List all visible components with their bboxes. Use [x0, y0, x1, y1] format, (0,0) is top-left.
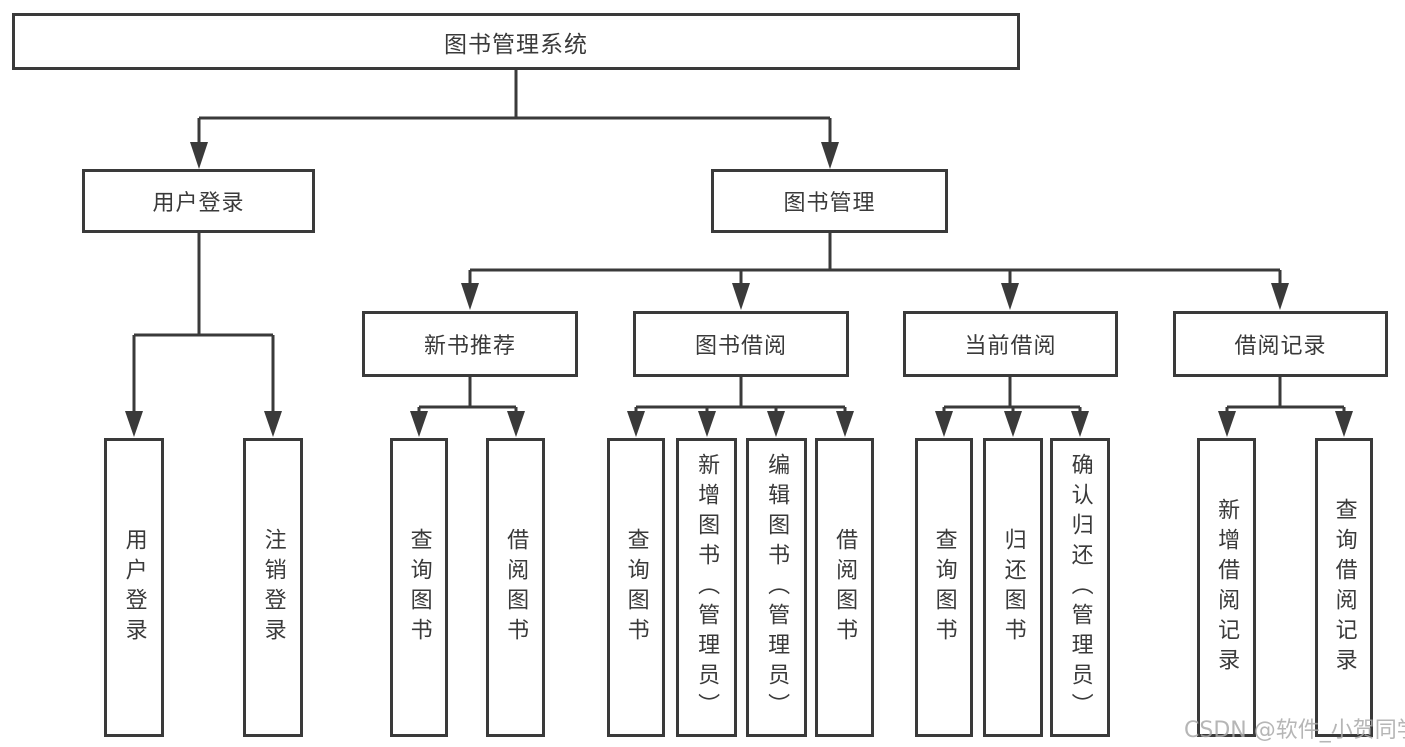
- leaf-label: 新增图书（管理员）: [694, 452, 720, 723]
- node-library-management-system: 图书管理系统: [12, 13, 1020, 70]
- leaf-query-books-borrow: 查询图书: [607, 438, 665, 737]
- leaf-borrow-books-recommend: 借阅图书: [486, 438, 545, 737]
- leaf-add-borrow-record: 新增借阅记录: [1197, 438, 1256, 737]
- leaf-add-book-admin: 新增图书（管理员）: [676, 438, 737, 737]
- leaf-borrow-books: 借阅图书: [815, 438, 874, 737]
- node-new-book-recommend: 新书推荐: [362, 311, 578, 377]
- node-label: 新书推荐: [423, 334, 516, 359]
- node-label: 当前借阅: [964, 334, 1057, 359]
- leaf-query-borrow-record: 查询借阅记录: [1315, 438, 1373, 737]
- leaf-label: 注销登录: [260, 527, 286, 648]
- leaf-query-books-recommend: 查询图书: [390, 438, 448, 737]
- leaf-label: 归还图书: [1000, 527, 1026, 648]
- leaf-confirm-return-admin: 确认归还（管理员）: [1050, 438, 1110, 737]
- leaf-label: 查询借阅记录: [1331, 497, 1357, 678]
- connector-current-borrow-to-leaves: [935, 377, 1089, 437]
- node-label: 图书管理系统: [444, 31, 588, 58]
- node-label: 图书借阅: [694, 334, 787, 359]
- leaf-label: 新增借阅记录: [1214, 497, 1240, 678]
- leaf-query-books-current: 查询图书: [915, 438, 973, 737]
- node-label: 借阅记录: [1234, 334, 1327, 359]
- connector-new-books-to-leaves: [410, 377, 525, 437]
- connector-book-mgmt-to-level3: [461, 233, 1289, 310]
- node-current-borrow: 当前借阅: [903, 311, 1118, 377]
- leaf-label: 查询图书: [406, 527, 432, 648]
- node-book-borrow: 图书借阅: [633, 311, 849, 377]
- node-user-login: 用户登录: [82, 169, 315, 233]
- connector-book-borrow-to-leaves: [627, 377, 854, 437]
- leaf-label: 借阅图书: [832, 527, 858, 648]
- leaf-label: 查询图书: [623, 527, 649, 648]
- connector-borrow-records-to-leaves: [1218, 377, 1353, 437]
- connector-user-login-to-leaves: [125, 233, 282, 437]
- leaf-return-book: 归还图书: [983, 438, 1043, 737]
- leaf-logout: 注销登录: [243, 438, 303, 737]
- node-borrow-records: 借阅记录: [1173, 311, 1388, 377]
- node-book-management: 图书管理: [711, 169, 948, 233]
- leaf-label: 编辑图书（管理员）: [764, 452, 790, 723]
- leaf-edit-book-admin: 编辑图书（管理员）: [746, 438, 807, 737]
- csdn-watermark: CSDN @软件_小贺同学: [1184, 718, 1405, 743]
- leaf-label: 借阅图书: [503, 527, 529, 648]
- leaf-label: 用户登录: [121, 527, 147, 648]
- leaf-user-login: 用户登录: [104, 438, 164, 737]
- leaf-label: 确认归还（管理员）: [1067, 452, 1093, 723]
- node-label: 用户登录: [152, 191, 245, 216]
- connector-root-to-level2: [190, 70, 839, 169]
- leaf-label: 查询图书: [931, 527, 957, 648]
- node-label: 图书管理: [783, 191, 876, 216]
